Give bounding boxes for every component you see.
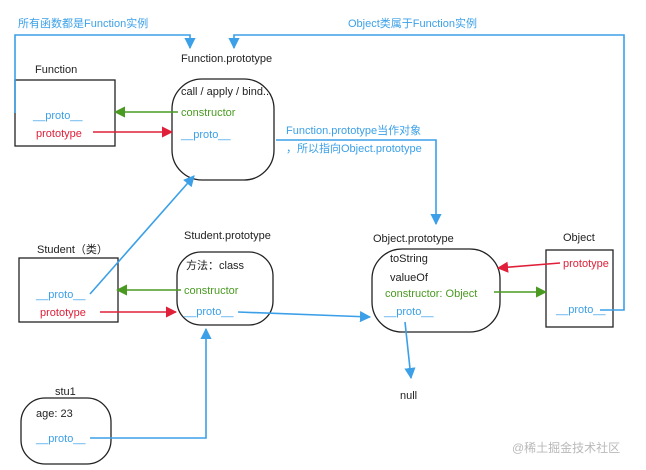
object-prototype-constructor: constructor: Object xyxy=(385,288,477,300)
function-prototype-constructor: constructor xyxy=(181,107,236,119)
object-proto-label: __proto__ xyxy=(555,304,606,316)
arrow-student-proto xyxy=(89,175,195,295)
student-prototype-title: Student.prototype xyxy=(184,230,271,242)
student-prototype-label: prototype xyxy=(40,307,86,319)
stu1-node xyxy=(20,397,112,465)
object-prototype-tostring: toString xyxy=(390,253,428,265)
object-title: Object xyxy=(563,232,595,244)
student-prototype-proto: __proto__ xyxy=(183,306,234,318)
stu1-age: age: 23 xyxy=(36,408,73,420)
function-prototype-label: prototype xyxy=(36,128,82,140)
stu1-title: stu1 xyxy=(55,386,76,398)
watermark: @稀土掘金技术社区 xyxy=(512,440,620,455)
arrow-stu1-proto xyxy=(90,327,212,439)
function-prototype-methods: call / apply / bind... xyxy=(181,86,272,98)
student-prototype-node xyxy=(176,251,274,326)
arrow-function-proto xyxy=(14,34,196,113)
object-prototype-title: Object.prototype xyxy=(373,233,454,245)
arrow-sp-proto xyxy=(237,311,372,323)
student-title: Student（类） xyxy=(37,242,108,256)
annotation-fp-as-object-2: ，所以指向Object.prototype xyxy=(286,141,422,155)
null-label: null xyxy=(400,390,417,402)
arrow-object-prototype xyxy=(496,261,561,273)
object-prototype-proto: __proto__ xyxy=(383,306,434,318)
annotation-fp-as-object-1: Function.prototype当作对象 xyxy=(286,123,421,137)
function-proto-label: __proto__ xyxy=(32,110,83,122)
student-prototype-constructor: constructor xyxy=(184,285,239,297)
arrow-op-proto xyxy=(404,321,416,380)
student-proto-label: __proto__ xyxy=(35,289,86,301)
student-prototype-method: 方法：class xyxy=(186,258,245,272)
function-title: Function xyxy=(35,64,77,76)
function-prototype-proto: __proto__ xyxy=(180,129,231,141)
annotation-object-is-function: Object类属于Function实例 xyxy=(348,16,477,30)
object-prototype-valueof: valueOf xyxy=(390,272,429,284)
object-prototype-link-label: prototype xyxy=(563,258,609,270)
annotation-all-functions: 所有函数都是Function实例 xyxy=(18,16,148,30)
function-prototype-title: Function.prototype xyxy=(181,53,272,65)
stu1-proto-label: __proto__ xyxy=(35,433,86,445)
object-prototype-node xyxy=(371,248,501,333)
arrow-object-proto xyxy=(228,34,625,311)
arrow-fp-proto xyxy=(276,139,442,226)
